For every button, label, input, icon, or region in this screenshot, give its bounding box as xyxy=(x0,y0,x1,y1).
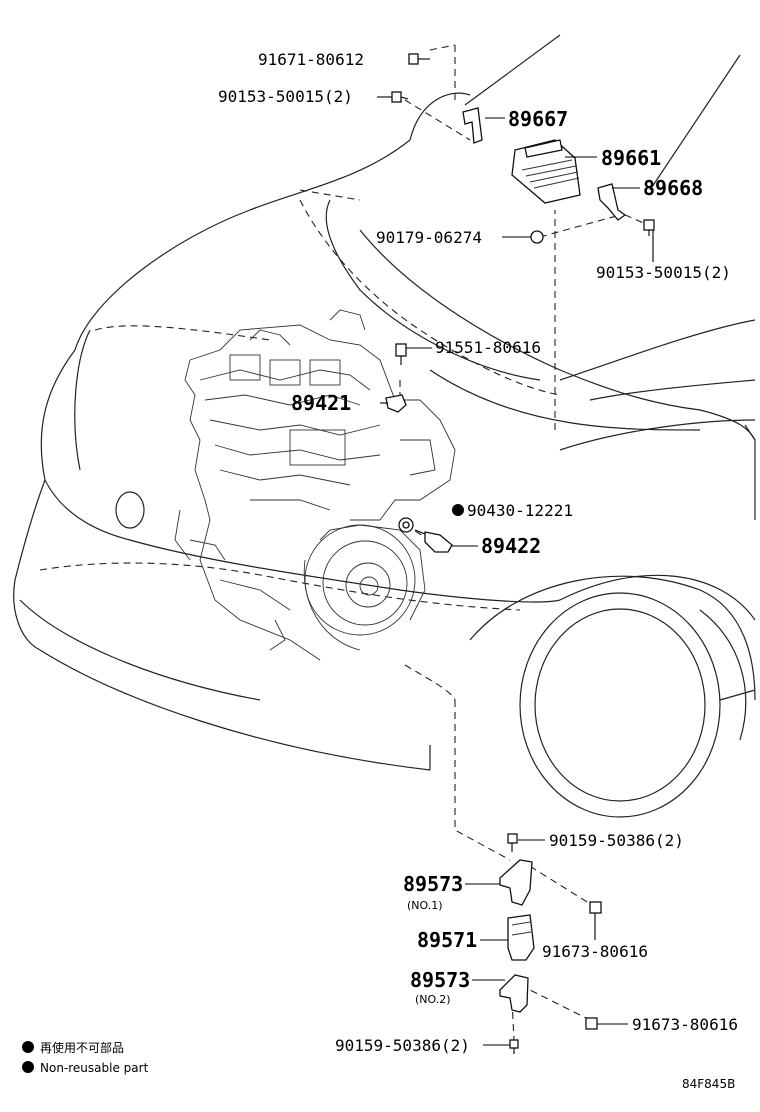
non-reusable-marker-icon xyxy=(452,504,464,516)
label-91673-80616-b: 91673-80616 xyxy=(632,1015,738,1034)
sensor-89571-icon xyxy=(507,914,535,961)
label-89573-no1: 89573 xyxy=(403,872,463,896)
label-89668: 89668 xyxy=(643,176,703,200)
label-89422: 89422 xyxy=(481,534,541,558)
label-90153-50015-top: 90153-50015(2) xyxy=(218,87,353,106)
legend: 再使用不可部品 Non-reusable part xyxy=(22,1040,149,1075)
label-91673-80616-a: 91673-80616 xyxy=(542,942,648,961)
label-90179-06274: 90179-06274 xyxy=(376,228,482,247)
ecu-89661-icon xyxy=(511,139,581,204)
label-89573-no2-sub: (NO.2) xyxy=(415,993,451,1006)
label-90159-50386-top: 90159-50386(2) xyxy=(549,831,684,850)
label-89573-no1-sub: (NO.1) xyxy=(407,899,443,912)
bracket-89573-no1-icon xyxy=(499,859,533,906)
bolt-90159-50386-top-icon xyxy=(507,833,518,852)
label-89661: 89661 xyxy=(601,146,661,170)
bolt-91673-80616-b-icon xyxy=(585,1017,598,1030)
label-89421: 89421 xyxy=(291,391,351,415)
bracket-89668-icon xyxy=(597,183,627,221)
part-labels: 91671-80612 90153-50015(2) 89667 89661 8… xyxy=(218,50,738,1055)
bolt-91551-80616-icon xyxy=(395,343,407,365)
label-91671-80612: 91671-80612 xyxy=(258,50,364,69)
sensor-89422-icon xyxy=(414,529,453,553)
sensor-89421-icon xyxy=(385,394,407,413)
legend-non-reusable-en: Non-reusable part xyxy=(40,1061,149,1075)
legend-marker-icon xyxy=(22,1061,34,1073)
label-90159-50386-bottom: 90159-50386(2) xyxy=(335,1036,470,1055)
label-89667: 89667 xyxy=(508,107,568,131)
bolt-91671-80612-icon xyxy=(408,53,430,65)
bolt-90153-50015-right-icon xyxy=(643,219,655,236)
label-89571: 89571 xyxy=(417,928,477,952)
label-91551-80616: 91551-80616 xyxy=(435,338,541,357)
leader-lines xyxy=(377,96,654,1046)
label-90153-50015-right: 90153-50015(2) xyxy=(596,263,731,282)
label-89573-no2: 89573 xyxy=(410,968,470,992)
bracket-89667-icon xyxy=(462,107,483,144)
bracket-89573-no2-icon xyxy=(499,974,529,1013)
bolt-90159-50386-bottom-icon xyxy=(509,1039,519,1054)
legend-marker-icon xyxy=(22,1041,34,1053)
car-body-outline xyxy=(13,34,756,818)
bolt-91673-80616-a-icon xyxy=(589,901,602,914)
legend-non-reusable-jp: 再使用不可部品 xyxy=(40,1040,124,1055)
gasket-90430-12221-icon xyxy=(398,517,414,533)
engine-assembly xyxy=(174,309,456,661)
diagram-code: 84F845B xyxy=(682,1077,735,1091)
nut-90179-06274-icon xyxy=(530,230,544,244)
label-90430-12221: 90430-12221 xyxy=(467,501,573,520)
